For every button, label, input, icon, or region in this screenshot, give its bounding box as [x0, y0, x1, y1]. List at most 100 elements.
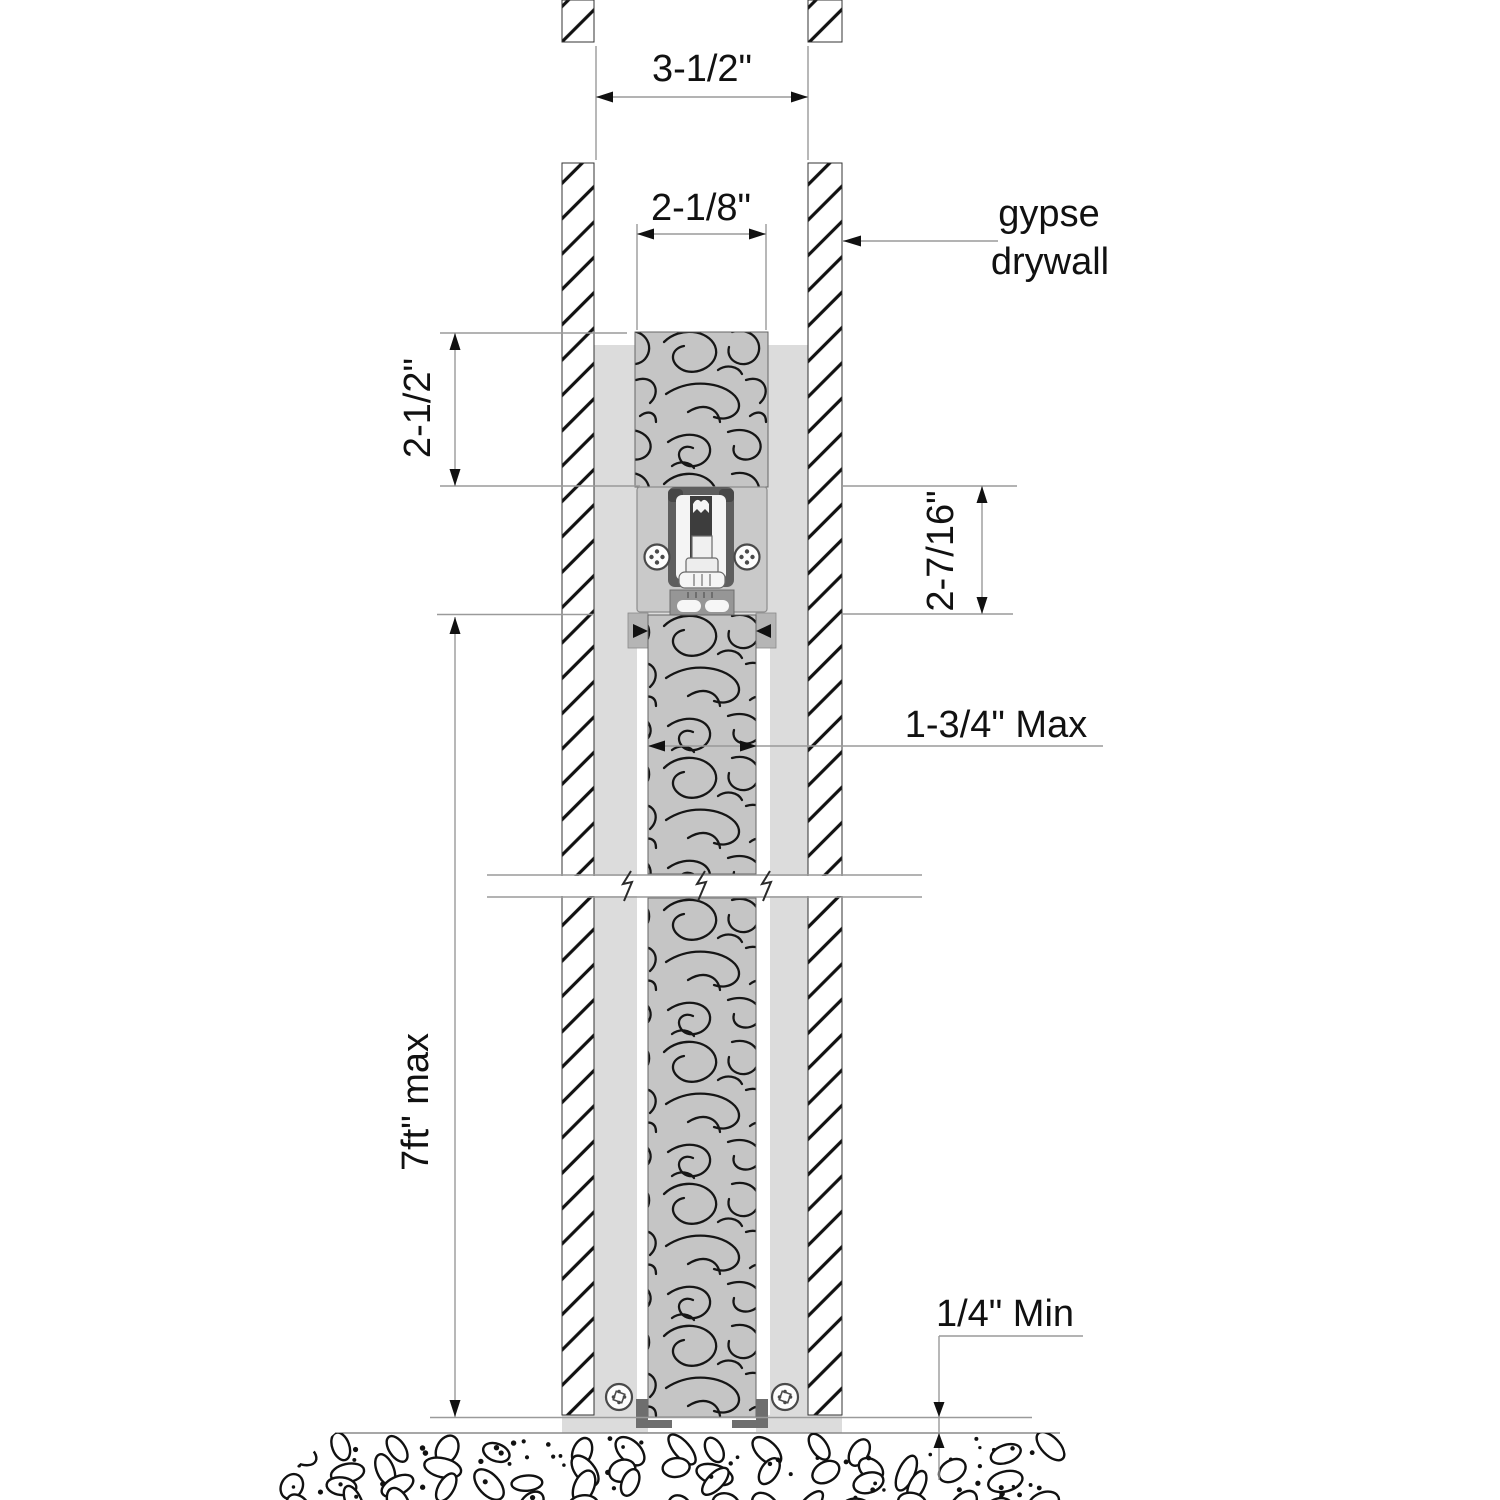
pebble: [285, 1493, 312, 1500]
door-undercut-gap: [648, 1415, 756, 1432]
pebble: [510, 1474, 544, 1493]
aggregate-dot: [767, 1461, 773, 1467]
aggregate-dot: [352, 1457, 357, 1462]
right-drywall: [807, 162, 843, 1416]
pebble: [750, 1491, 781, 1500]
track-crown-detail: [693, 499, 709, 513]
pebble: [989, 1442, 1022, 1466]
aggregate-dot: [843, 1459, 849, 1465]
aggregate-dot: [419, 1445, 426, 1451]
callout-drywall: gypse drywall: [843, 193, 1109, 283]
pocket-stud-left: [594, 615, 637, 1433]
dim-header-height: 2-1/2": [397, 332, 640, 487]
pocket-stud-right: [770, 615, 808, 1433]
aggregate-dot: [562, 1463, 566, 1467]
pebble: [794, 1490, 825, 1500]
aggregate-dot: [708, 1474, 714, 1479]
aggregate-dot: [493, 1444, 500, 1451]
aggregate-dot: [510, 1440, 517, 1446]
dim-door-thickness: 1-3/4" Max: [648, 704, 1103, 752]
aggregate-dot: [639, 1440, 644, 1445]
gypsum-walls: [561, 0, 843, 1416]
jamb-arrow-right: [756, 624, 771, 638]
aggregate-dot: [815, 1456, 820, 1461]
pebble: [1035, 1433, 1066, 1462]
aggregate-dot: [999, 1490, 1005, 1497]
pebble: [342, 1484, 366, 1500]
break-zigzag: [759, 870, 773, 902]
pebble: [667, 1433, 697, 1466]
aggregate-dot: [317, 1489, 324, 1495]
aggregate-dot: [551, 1454, 556, 1459]
pebble: [1026, 1490, 1061, 1500]
track-assembly: [636, 486, 768, 616]
floor-guide-right: [732, 1399, 768, 1428]
floor-concrete: [279, 1432, 1066, 1500]
aggregate-dot: [974, 1436, 979, 1441]
aggregate-dot: [991, 1447, 996, 1452]
aggregate-dot: [873, 1481, 878, 1486]
aggregate-dot: [1011, 1484, 1016, 1489]
pebble: [667, 1494, 694, 1500]
aggregate-dot: [948, 1457, 953, 1462]
floor-guide-left: [636, 1399, 672, 1428]
aggregate-dot: [1010, 1446, 1015, 1451]
screw-icon: [770, 1382, 800, 1412]
dim-door-height: 7ft" max: [395, 613, 594, 1417]
dim-track-width: 2-1/8": [636, 187, 767, 330]
pebble: [852, 1471, 885, 1495]
aggregate-dot: [354, 1494, 359, 1499]
aggregate-dot: [853, 1495, 858, 1500]
pebble: [703, 1436, 726, 1464]
aggregate-dot: [866, 1455, 872, 1461]
aggregate-dot: [977, 1463, 983, 1469]
aggregate-dot: [1017, 1492, 1022, 1498]
pebble: [840, 1497, 873, 1500]
aggregate-dot: [1029, 1450, 1035, 1456]
aggregate-dot: [607, 1436, 613, 1441]
aggregate-dot: [478, 1458, 484, 1464]
aggregate-dot: [545, 1442, 551, 1447]
aggregate-dot: [870, 1487, 876, 1493]
aggregate-dot: [482, 1479, 488, 1485]
dim-cavity-width: 3-1/2": [595, 46, 809, 160]
left-drywall-stub: [561, 0, 595, 43]
pebble: [937, 1457, 967, 1484]
pebble: [518, 1490, 545, 1500]
pebble: [984, 1496, 1015, 1500]
sliding-door-panel: [647, 614, 757, 1418]
label-header-height: 2-1/2": [397, 358, 439, 458]
pebble: [330, 1433, 352, 1462]
aggregate-dot: [978, 1445, 982, 1450]
left-drywall: [561, 162, 595, 1416]
aggregate-dot: [998, 1485, 1004, 1491]
aggregate-dot: [352, 1446, 359, 1453]
aggregate-dot: [1036, 1485, 1042, 1491]
dim-floor-clearance: 1/4" Min: [430, 1293, 1083, 1480]
door-panel-lower: [647, 897, 757, 1418]
aggregate-dot: [507, 1461, 512, 1466]
label-track-height: 2-7/16": [920, 490, 962, 611]
jamb-arrow-left: [633, 624, 648, 638]
pebble: [661, 1456, 691, 1479]
bracket-roller-left: [677, 600, 701, 612]
aggregate-dot: [380, 1481, 385, 1487]
aggregate-dot: [1028, 1483, 1033, 1487]
pebble: [987, 1469, 1024, 1494]
aggregate-dot: [975, 1480, 981, 1486]
label-door-height: 7ft" max: [395, 1033, 437, 1171]
label-wall-material-2: drywall: [991, 241, 1109, 283]
aggregate-dot: [611, 1486, 617, 1491]
wood-header-blocking: [634, 331, 769, 488]
aggregate-dot: [422, 1450, 429, 1456]
bracket-roller-right: [705, 600, 729, 612]
pebble: [807, 1433, 831, 1461]
dim-track-height: 2-7/16": [843, 485, 1017, 615]
right-drywall-stub: [807, 0, 843, 43]
aggregate-dot: [605, 1469, 611, 1476]
pebble: [481, 1441, 511, 1464]
pebble: [946, 1489, 979, 1500]
aggregate-dot: [521, 1439, 526, 1444]
